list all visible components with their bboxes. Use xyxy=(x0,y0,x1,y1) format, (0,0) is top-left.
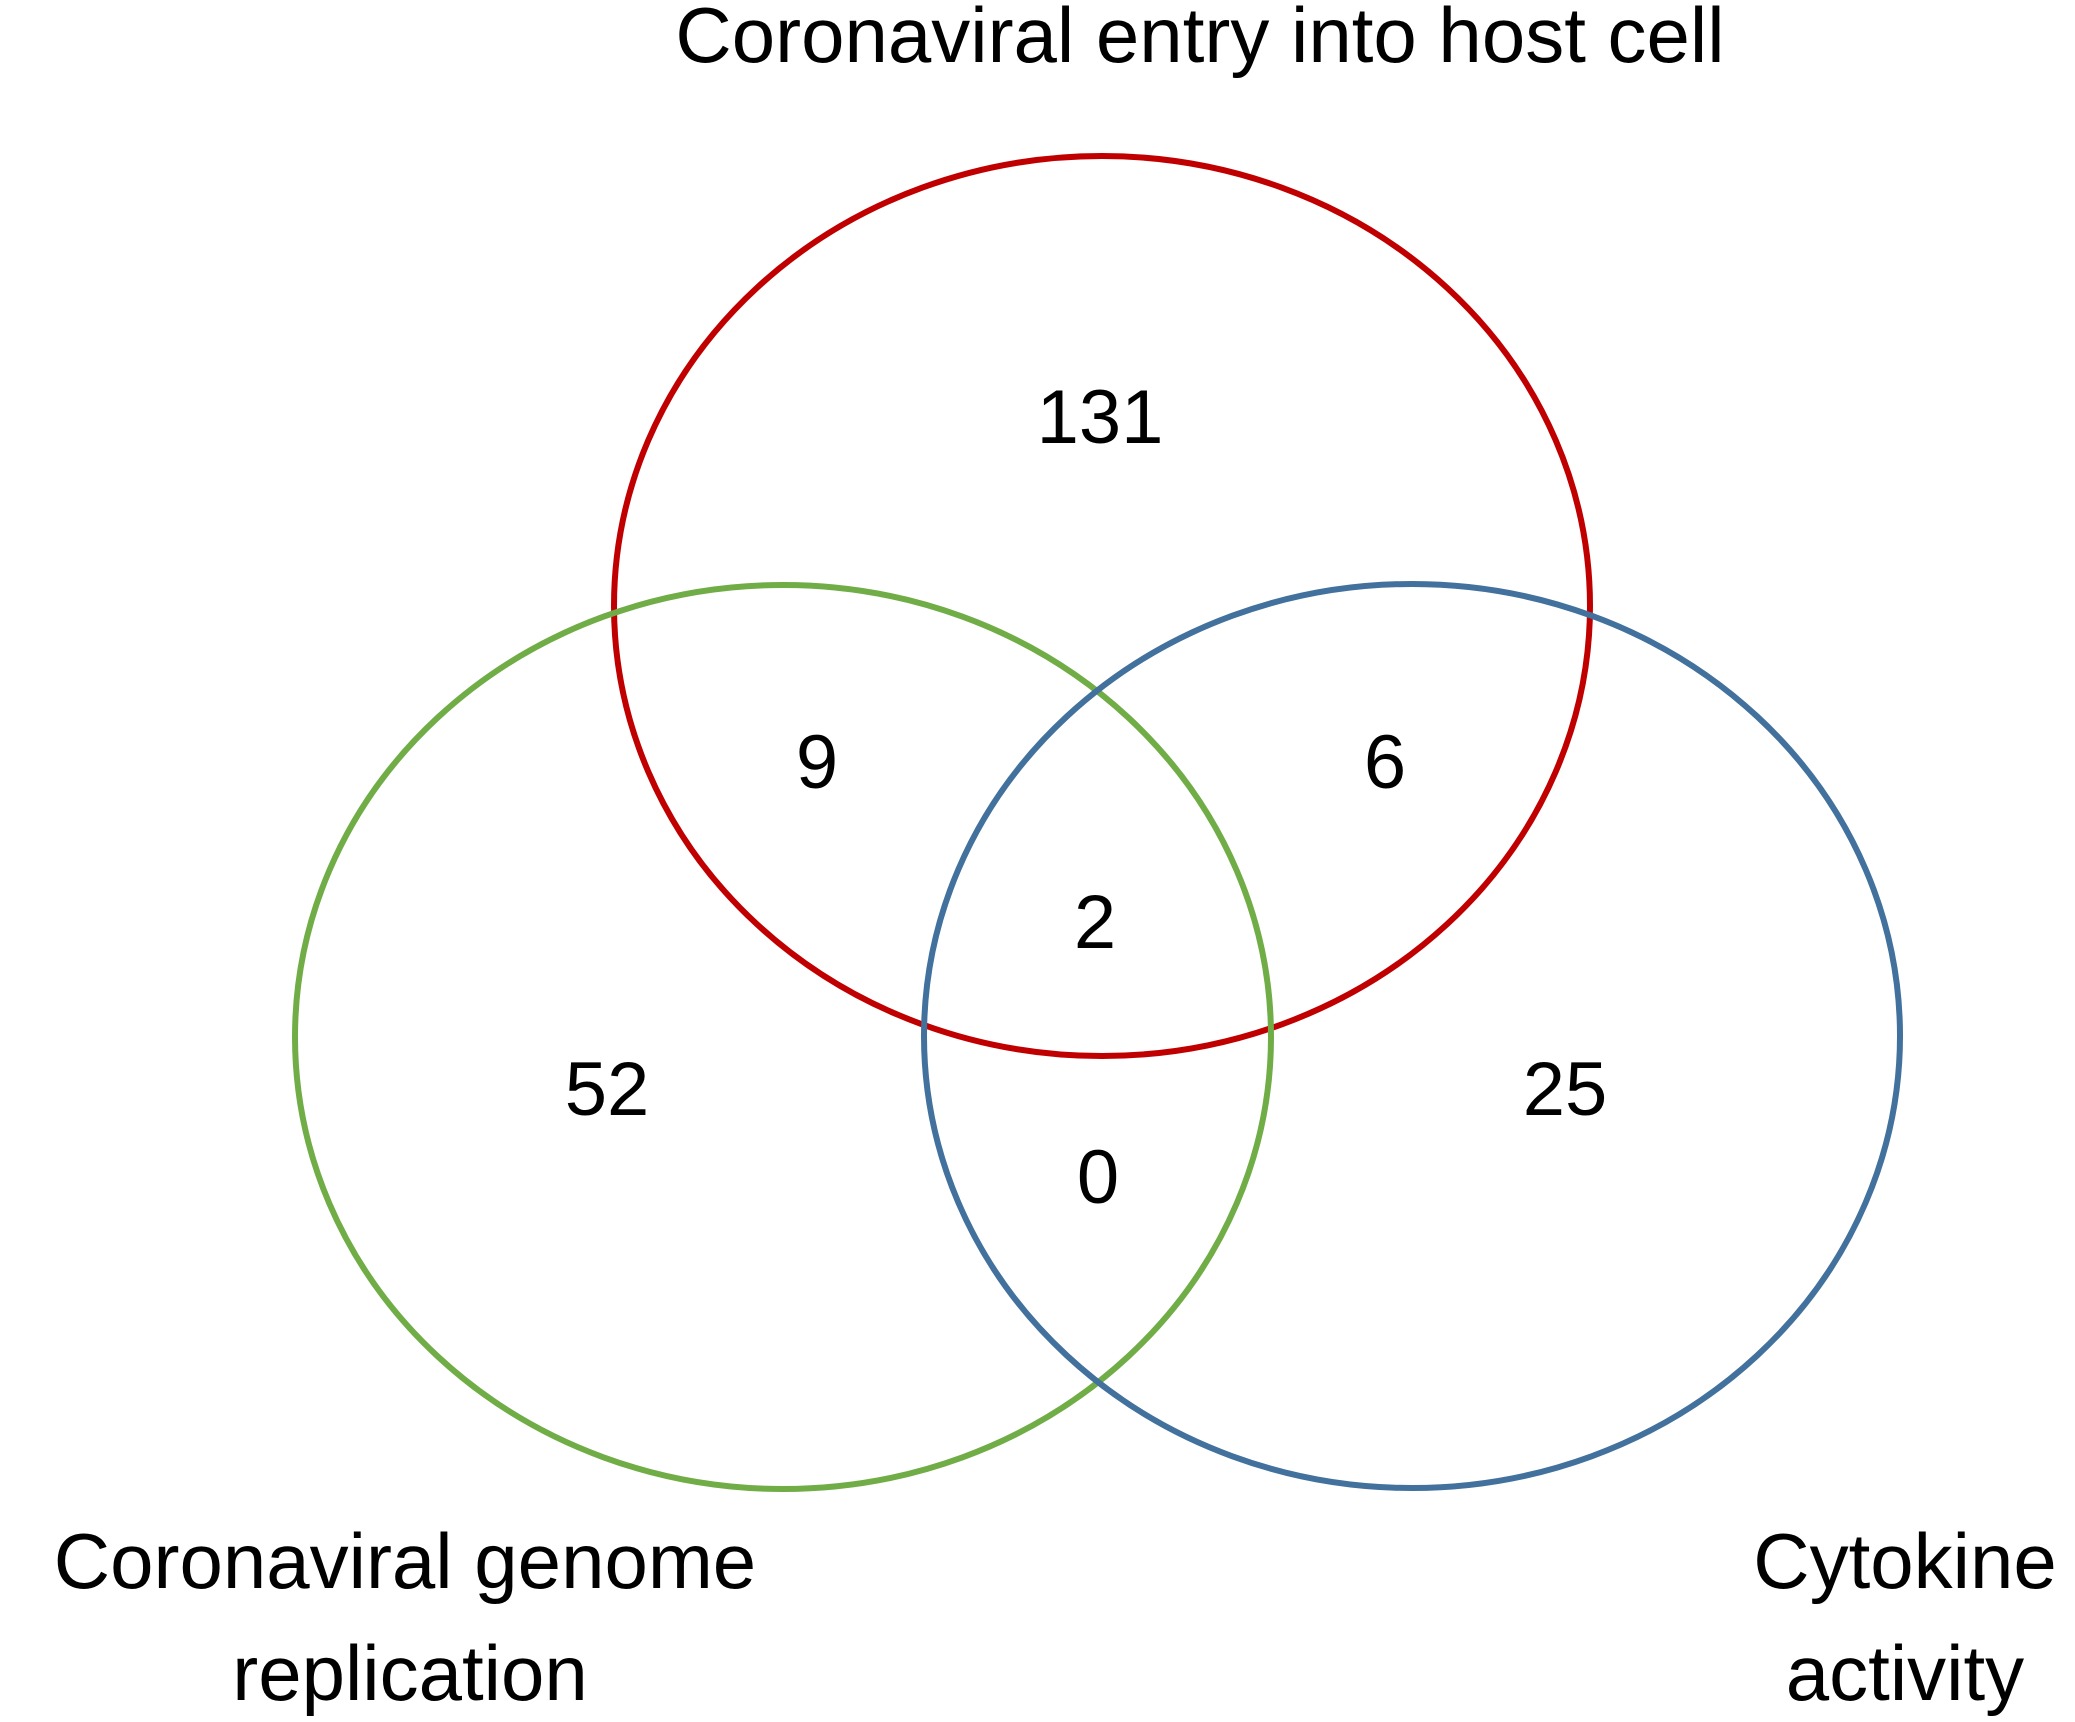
count-entry-cytokine: 6 xyxy=(1364,720,1406,805)
set-circle-replication xyxy=(292,582,1274,1492)
count-entry-only: 131 xyxy=(1037,375,1164,460)
set-label-cytokine-line-2: activity xyxy=(1786,1629,2024,1717)
count-replication-only: 52 xyxy=(565,1047,650,1132)
set-label-replication-line-2: replication xyxy=(232,1629,588,1717)
count-cytokine-only: 25 xyxy=(1523,1047,1608,1132)
set-circle-cytokine xyxy=(921,581,1903,1491)
count-replication-cytokine: 0 xyxy=(1077,1135,1119,1220)
count-all-three: 2 xyxy=(1074,880,1116,965)
set-circle-entry xyxy=(611,153,1593,1059)
set-label-cytokine-line-1: Cytokine xyxy=(1753,1517,2056,1605)
set-label-entry: Coronaviral entry into host cell xyxy=(675,0,1724,79)
set-label-replication-line-1: Coronaviral genome xyxy=(54,1517,756,1605)
count-entry-replication: 9 xyxy=(796,720,838,805)
